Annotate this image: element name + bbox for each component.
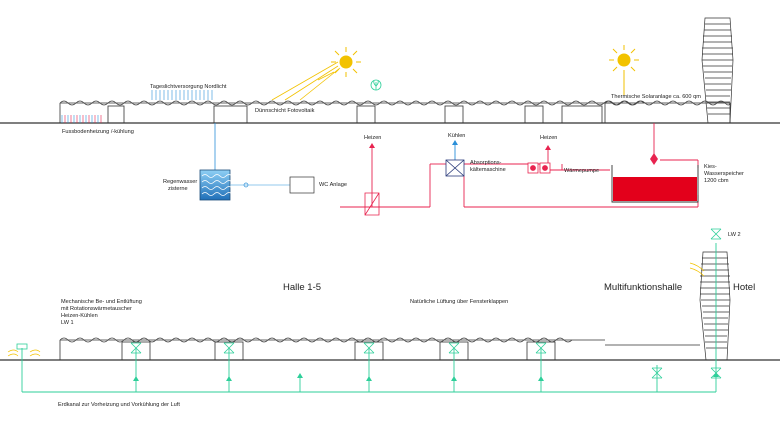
earth-duct-network (21, 243, 717, 393)
hotel-title: Hotel (733, 282, 755, 293)
mech-vent-label-3: Heizen-Kühlen (61, 313, 98, 319)
kuehlen-label: Kühlen (448, 133, 465, 139)
bottom-core-boxes (121, 341, 556, 361)
top-hotel-tower (701, 17, 734, 124)
wc-label: WC Anlage (319, 182, 347, 188)
halle-title: Halle 1-5 (283, 282, 321, 293)
absorption-label-1: Absorptions- (470, 160, 502, 166)
top-core-boxes (107, 105, 603, 124)
air-flow-lines (7, 262, 705, 357)
storage-label-2: Wasserspeicher (704, 171, 744, 177)
natural-vent-label: Natürliche Lüftung über Fensterklappen (410, 299, 508, 305)
pump-icon (243, 182, 249, 188)
bottom-wavy-roof (59, 337, 573, 343)
top-wavy-roof (59, 100, 645, 106)
multihall-title: Multifunktionshalle (604, 282, 682, 293)
storage-label-1: Kies- (704, 164, 717, 170)
heating-arrows (369, 143, 551, 150)
floor-heating-label: Fussbodenheizung /-kühlung (62, 129, 134, 135)
pv-rays (271, 61, 341, 101)
sun-icon-thermal (609, 45, 639, 95)
rainwater-label-1: Regenwasser (163, 179, 197, 185)
valve-icon (364, 192, 380, 216)
cooling-arrow (452, 140, 458, 145)
bottom-building-section: Halle 1-5 Multifunktionshalle Hotel Mech… (0, 228, 780, 408)
mechanical-systems: Regenwasser zisterne WC Anlage (163, 123, 744, 216)
mech-vent-label-4: LW 1 (61, 320, 74, 326)
bottom-hotel-tower (699, 251, 731, 361)
absorption-label-2: kältemaschine (470, 167, 506, 173)
heizen-label-1: Heizen (364, 135, 381, 141)
earth-duct-label: Erdkanal zur Vorheizung und Vorkühlung d… (58, 402, 180, 408)
floor-heating-ticks (61, 115, 102, 123)
storage-tank (611, 165, 699, 203)
top-building-section: Tageslichtversorgung Nordlicht Dünnschic… (0, 17, 780, 135)
plant-icon (370, 79, 382, 91)
ventilation-arrows (133, 372, 719, 381)
top-multihall-roof (604, 100, 731, 106)
mech-vent-label-1: Mechanische Be- und Entlüftung (61, 299, 142, 305)
mech-vent-label-2: mit Rotationswärmetauscher (61, 306, 132, 312)
lw2-label: LW 2 (728, 232, 741, 238)
wc-box (289, 176, 315, 194)
heat-pump-label: Wärmepumpe (564, 168, 599, 174)
wave-icon (201, 174, 233, 196)
pv-label: Dünnschicht Fotovoltaik (255, 108, 315, 114)
heat-pump-icon (527, 162, 551, 174)
heizen-label-2: Heizen (540, 135, 557, 141)
storage-label-3: 1200 cbm (704, 178, 729, 184)
sun-icon (331, 47, 361, 77)
daylight-label: Tageslichtversorgung Nordlicht (150, 84, 227, 90)
fan-icons (16, 228, 722, 379)
absorption-chiller-icon (445, 159, 465, 177)
top-multihall (604, 102, 731, 124)
solar-thermal-label: Thermische Solaranlage ca. 600 qm (611, 94, 701, 100)
thermal-valve-icon (650, 153, 658, 165)
rainwater-label-2: zisterne (168, 186, 188, 192)
daylight-arrows (151, 90, 213, 100)
